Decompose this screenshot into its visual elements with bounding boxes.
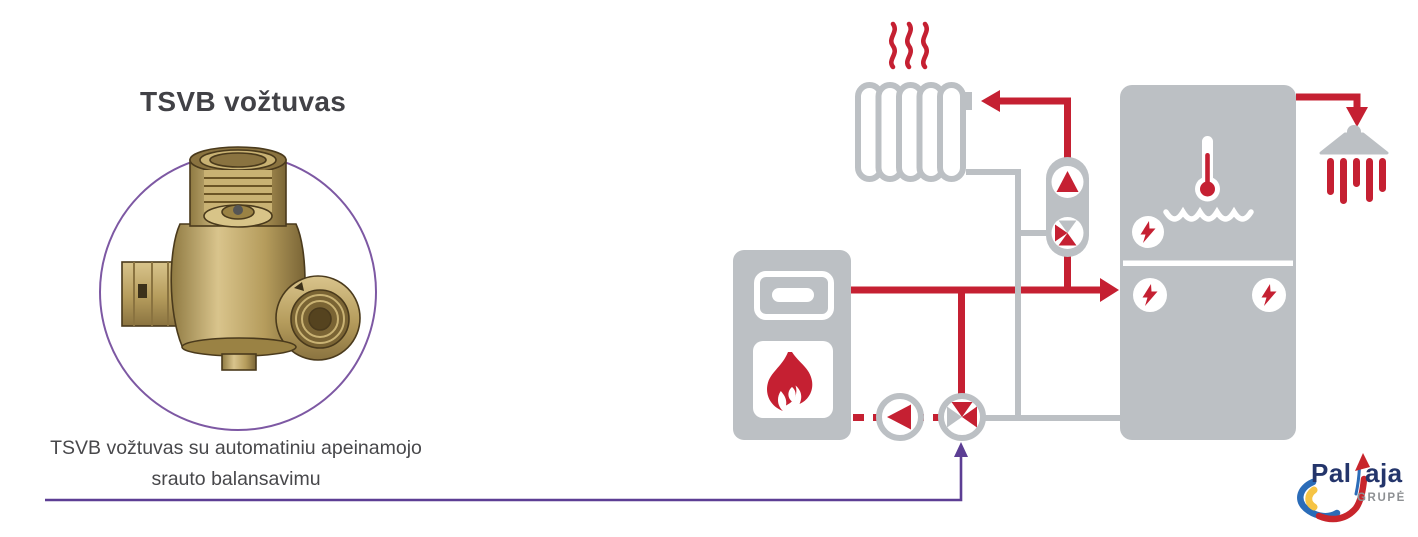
lightning-icon [1132, 216, 1164, 248]
logo-text-pal: Pal [1311, 458, 1352, 488]
flow-arrow-icon [981, 90, 1000, 112]
logo-text-aja: aja [1365, 458, 1403, 488]
pump-icon [1051, 166, 1084, 198]
radiator-feed-pipe [981, 90, 1071, 162]
page-title: TSVB vožtuvas [140, 86, 347, 117]
three-way-valve-icon [1051, 217, 1084, 249]
pointer-arrow-icon [954, 442, 968, 457]
flow-arrow-icon [1346, 107, 1368, 127]
flow-arrow-icon [1100, 278, 1119, 302]
thermometer-icon [1195, 136, 1220, 202]
flame-icon [767, 352, 813, 411]
supply-pipe [851, 252, 1119, 396]
tsvb-three-way-valve-icon [938, 393, 986, 441]
water-level-icon [1163, 206, 1254, 222]
brass-valve-illustration [121, 146, 361, 371]
port-marking [138, 284, 147, 298]
lightning-icon [1252, 278, 1286, 312]
tank-divider [1123, 260, 1293, 266]
radiator-icon [855, 21, 972, 182]
shower-icon [1296, 93, 1389, 204]
logo-arrow-icon [1355, 453, 1370, 471]
return-pipes [966, 169, 1122, 421]
radiator-pump-valve-capsule [1046, 157, 1089, 257]
pointer-line [45, 442, 968, 502]
logo-swoosh-and-arrow [1297, 453, 1370, 523]
tank-icon [1120, 85, 1296, 440]
valve-caption-line2: srauto balansavimu [151, 468, 321, 490]
valve-caption: TSVB vožtuvas su automatiniu apeinamojo … [10, 433, 462, 495]
valve-caption-line1: TSVB vožtuvas su automatiniu apeinamojo [50, 437, 422, 459]
boiler-icon [733, 250, 851, 440]
logo-text-grupe: GRUPĖ [1357, 492, 1406, 504]
lightning-icon [1133, 278, 1167, 312]
boiler-pump-icon [876, 393, 924, 441]
brand-logo: Pal aja GRUPĖ [1293, 452, 1413, 530]
flow-marking [294, 282, 304, 291]
boiler-display-icon [754, 271, 834, 320]
valve-photo [99, 146, 377, 431]
heat-waves-icon [889, 21, 929, 70]
